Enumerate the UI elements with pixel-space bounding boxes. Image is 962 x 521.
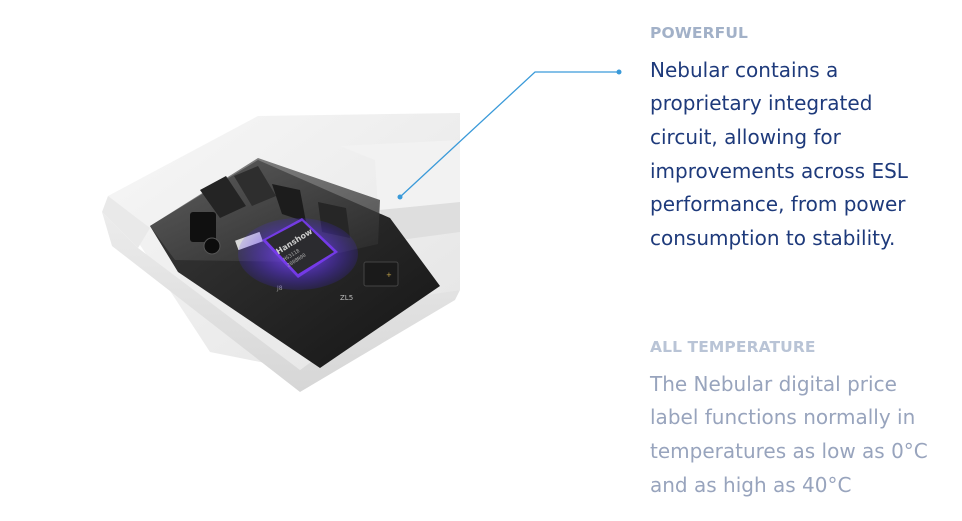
callout-anchor-dot	[397, 194, 403, 200]
feature-text-powerful: Nebular contains a proprietary integrate…	[650, 57, 908, 251]
feature-all-temperature: ALL TEMPERATURE The Nebular digital pric…	[650, 338, 950, 502]
feature-heading-all-temperature: ALL TEMPERATURE	[650, 338, 816, 356]
integrated-circuit-chip: Hanshow HS3118 2008N00	[238, 218, 358, 290]
board-label-zl5: ZL5	[340, 294, 353, 302]
feature-text-all-temperature: The Nebular digital price label function…	[650, 371, 928, 497]
board-label-j8: J8	[276, 285, 283, 292]
callout-end-dot	[616, 69, 622, 75]
feature-heading-powerful: POWERFUL	[650, 24, 749, 42]
svg-text:+: +	[386, 271, 392, 279]
feature-powerful: POWERFUL Nebular contains a proprietary …	[650, 24, 950, 256]
callout-connector	[397, 69, 622, 200]
